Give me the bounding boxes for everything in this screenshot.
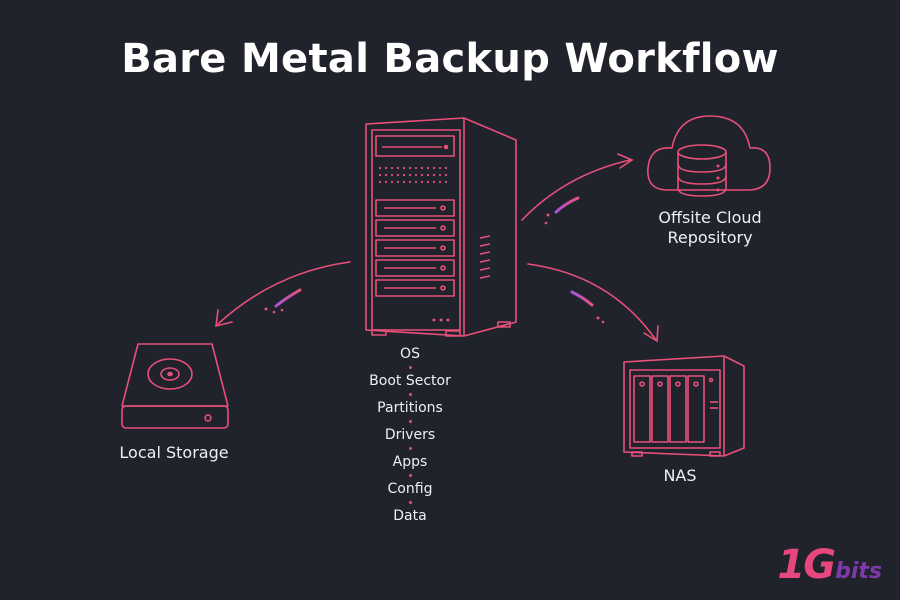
arrow-to-cloud xyxy=(521,153,634,225)
cloud-repository-label-line-2: Repository xyxy=(667,228,753,247)
cloud-database-icon xyxy=(647,115,771,197)
logo-text-suffix: bits xyxy=(835,559,882,584)
brand-logo: 1G bits xyxy=(777,542,882,588)
local-storage-label: Local Storage xyxy=(119,443,229,462)
nas-label: NAS xyxy=(663,466,697,485)
backup-components-list: OS Boot Sector Partitions Drivers Apps C… xyxy=(360,344,460,533)
logo-text-main: 1G xyxy=(777,542,836,588)
component-item: Boot Sector xyxy=(360,371,460,398)
component-item: OS xyxy=(360,344,460,371)
component-item: Config xyxy=(360,479,460,506)
arrow-to-local-storage xyxy=(215,261,351,328)
cloud-repository-label: Offsite Cloud Repository xyxy=(640,208,780,248)
cloud-repository-label-line-1: Offsite Cloud xyxy=(658,208,762,227)
nas-enclosure-icon xyxy=(623,355,745,457)
page-title: Bare Metal Backup Workflow xyxy=(121,36,779,82)
component-item: Data xyxy=(393,508,427,524)
server-tower-icon xyxy=(365,117,517,337)
arrow-to-nas xyxy=(527,263,659,343)
hard-drive-icon xyxy=(121,343,229,429)
component-item: Partitions xyxy=(360,398,460,425)
component-item: Drivers xyxy=(360,425,460,452)
component-item: Apps xyxy=(360,452,460,479)
